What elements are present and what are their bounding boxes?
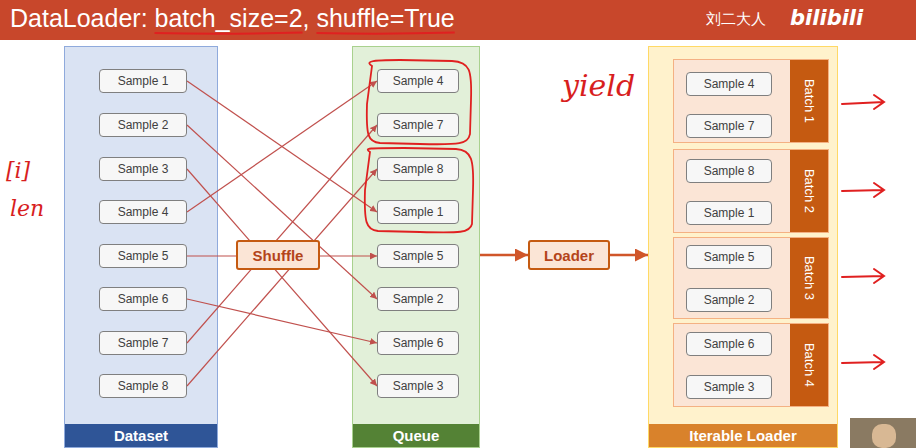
sample-box: Sample 1 bbox=[99, 69, 187, 93]
hand-arrow bbox=[842, 95, 884, 369]
webcam-thumbnail bbox=[872, 424, 896, 448]
batch-strip: Batch 4 bbox=[790, 324, 828, 406]
box-label: Sample 5 bbox=[704, 250, 755, 264]
batch-label: Batch 2 bbox=[802, 169, 817, 213]
box-label: Sample 6 bbox=[704, 337, 755, 351]
box-label: Sample 2 bbox=[704, 293, 755, 307]
connector bbox=[187, 125, 377, 343]
box-label: Sample 8 bbox=[704, 164, 755, 178]
connector bbox=[480, 254, 528, 257]
batch-group: Batch 1 Sample 4 Sample 7 bbox=[673, 59, 829, 143]
sample-box: Sample 7 bbox=[686, 114, 772, 138]
batch-label: Batch 1 bbox=[802, 79, 817, 123]
box-label: Sample 4 bbox=[704, 77, 755, 91]
title-bar: DataLoader: batch_size=2, shuffle=True bbox=[0, 0, 916, 40]
sample-box: Sample 5 bbox=[686, 245, 772, 269]
sample-box: Sample 8 bbox=[686, 159, 772, 183]
box-label: Sample 6 bbox=[393, 336, 444, 350]
box-label: Loader bbox=[544, 247, 594, 264]
box-label: Sample 3 bbox=[704, 380, 755, 394]
sample-box: Sample 2 bbox=[686, 288, 772, 312]
box-label: Sample 5 bbox=[393, 249, 444, 263]
batch-strip: Batch 3 bbox=[790, 238, 828, 318]
box-label: Sample 1 bbox=[118, 74, 169, 88]
panel: Queue Sample 4 Sample 7 Sample 8 Sample 1 Sam… bbox=[352, 46, 480, 448]
batch-strip: Batch 2 bbox=[790, 150, 828, 232]
panel-band: Iterable Loader bbox=[649, 424, 837, 447]
box-label: Sample 7 bbox=[393, 118, 444, 132]
box-label: Sample 2 bbox=[393, 292, 444, 306]
box-label: Sample 8 bbox=[118, 379, 169, 393]
batch-label: Batch 3 bbox=[802, 256, 817, 300]
sample-box: Sample 2 bbox=[377, 287, 459, 311]
sample-box: Sample 1 bbox=[377, 200, 459, 224]
batch-group: Batch 2 Sample 8 Sample 1 bbox=[673, 149, 829, 233]
panel: Iterable LoaderBatch 1Sample 4Sample 7Ba… bbox=[648, 46, 838, 448]
panel: Dataset Sample 1 Sample 2 Sample 3 Sample 4 S… bbox=[64, 46, 218, 448]
sample-box: Sample 7 bbox=[99, 331, 187, 355]
panel-label: Dataset bbox=[114, 427, 168, 444]
panel-label: Queue bbox=[393, 427, 440, 444]
box-label: Shuffle bbox=[253, 247, 304, 264]
title: DataLoader: batch_size=2, shuffle=True bbox=[10, 4, 455, 33]
panel-band: Dataset bbox=[65, 424, 217, 447]
sample-box: Sample 2 bbox=[99, 113, 187, 137]
hand-underline bbox=[316, 33, 454, 34]
connector bbox=[610, 254, 648, 257]
process-box: Shuffle bbox=[236, 240, 320, 270]
hand-circle bbox=[365, 148, 473, 232]
batch-label: Batch 4 bbox=[802, 343, 817, 387]
connector bbox=[187, 125, 377, 299]
box-label: Sample 5 bbox=[118, 249, 169, 263]
sample-box: Sample 6 bbox=[377, 331, 459, 355]
sample-box: Sample 4 bbox=[99, 200, 187, 224]
box-label: Sample 7 bbox=[118, 336, 169, 350]
batch-group: Batch 3 Sample 5 Sample 2 bbox=[673, 237, 829, 319]
panel-band: Queue bbox=[353, 424, 479, 447]
watermark: 刘二大人 bbox=[706, 10, 766, 29]
connector bbox=[187, 255, 377, 256]
connector bbox=[187, 81, 377, 212]
sample-box: Sample 6 bbox=[686, 332, 772, 356]
sample-box: Sample 8 bbox=[99, 374, 187, 398]
box-label: Sample 1 bbox=[704, 206, 755, 220]
box-label: Sample 3 bbox=[118, 162, 169, 176]
box-label: Sample 2 bbox=[118, 118, 169, 132]
panel-label: Iterable Loader bbox=[689, 427, 797, 444]
process-box: Loader bbox=[528, 240, 610, 270]
box-label: Sample 7 bbox=[704, 119, 755, 133]
connector bbox=[187, 169, 377, 386]
sample-box: Sample 4 bbox=[377, 69, 459, 93]
sample-box: Sample 1 bbox=[686, 201, 772, 225]
sample-box: Sample 5 bbox=[377, 244, 459, 268]
hand-circle bbox=[367, 60, 471, 144]
sample-box: Sample 6 bbox=[99, 287, 187, 311]
watermark: bilibili bbox=[790, 6, 863, 30]
connector bbox=[187, 169, 377, 386]
box-label: Sample 6 bbox=[118, 292, 169, 306]
sample-box: Sample 3 bbox=[686, 375, 772, 399]
box-label: Sample 3 bbox=[393, 379, 444, 393]
sample-box: Sample 7 bbox=[377, 113, 459, 137]
box-label: Sample 8 bbox=[393, 162, 444, 176]
sample-box: Sample 5 bbox=[99, 244, 187, 268]
hand-underline bbox=[155, 33, 303, 34]
batch-group: Batch 4 Sample 6 Sample 3 bbox=[673, 323, 829, 407]
sample-box: Sample 3 bbox=[377, 374, 459, 398]
handwritten-note: len bbox=[10, 196, 44, 221]
sample-box: Sample 3 bbox=[99, 157, 187, 181]
box-label: Sample 4 bbox=[118, 205, 169, 219]
handwritten-note: [i] bbox=[6, 158, 30, 183]
batch-strip: Batch 1 bbox=[790, 60, 828, 142]
sample-box: Sample 8 bbox=[377, 157, 459, 181]
handwritten-note: yield bbox=[562, 68, 635, 103]
webcam-thumbnail bbox=[850, 418, 916, 448]
connector bbox=[187, 299, 377, 343]
sample-box: Sample 4 bbox=[686, 72, 772, 96]
connector bbox=[187, 81, 377, 212]
box-label: Sample 1 bbox=[393, 205, 444, 219]
box-label: Sample 4 bbox=[393, 74, 444, 88]
